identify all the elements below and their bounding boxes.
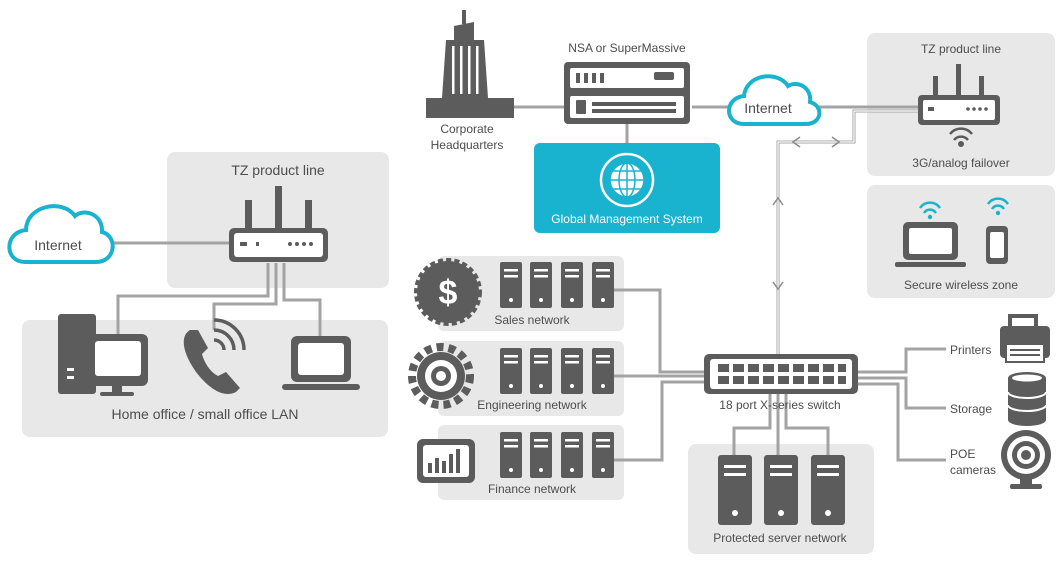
failover-label: 3G/analog failover	[912, 156, 1009, 170]
hq-label-line1: Corporate	[440, 122, 494, 136]
camera-icon	[1001, 430, 1051, 489]
wireless-panel	[867, 185, 1055, 298]
sales-network-label: Sales network	[494, 313, 570, 327]
finance-network-label: Finance network	[488, 482, 577, 496]
left-router-label: TZ product line	[231, 162, 325, 178]
hq-internet-label: Internet	[744, 100, 792, 116]
building-icon	[426, 10, 514, 118]
phone-icon	[183, 318, 246, 394]
hq-internet-cloud: Internet	[727, 74, 822, 126]
hq-label-line2: Headquarters	[431, 138, 504, 152]
laptop-icon	[282, 336, 360, 390]
cellular-signal-icon	[949, 127, 973, 147]
poe-label-line2: cameras	[950, 463, 996, 477]
printer-icon	[1000, 314, 1050, 363]
security-appliance-icon	[564, 62, 690, 124]
wireless-laptop-icon	[895, 201, 966, 267]
left-internet-cloud: Internet	[7, 204, 115, 264]
lan-label: Home office / small office LAN	[111, 406, 298, 422]
right-router-icon	[918, 64, 1000, 125]
protected-servers	[718, 455, 845, 525]
gms-label: Global Management System	[551, 212, 702, 226]
poe-label-line1: POE	[950, 447, 975, 461]
bar-chart-icon	[417, 439, 475, 483]
server-network-label: Protected server network	[713, 531, 847, 545]
x-series-switch-icon	[704, 354, 858, 394]
desktop-computer-icon	[58, 314, 148, 396]
switch-label: 18 port X-series switch	[719, 398, 840, 412]
gms-box: Global Management System	[534, 143, 720, 233]
uplink-arrows	[772, 136, 841, 291]
appliance-label: NSA or SuperMassive	[568, 41, 686, 55]
globe-icon	[609, 162, 645, 198]
connection-lines	[108, 105, 946, 462]
wireless-phone-icon	[986, 197, 1010, 264]
svg-text:$: $	[439, 274, 458, 312]
right-router-label: TZ product line	[921, 42, 1001, 56]
storage-icon	[1007, 372, 1047, 426]
engineering-network-label: Engineering network	[477, 398, 587, 412]
left-router-icon	[229, 186, 328, 262]
dollar-icon: $	[414, 258, 482, 326]
gear-icon	[408, 343, 474, 409]
wireless-zone-label: Secure wireless zone	[904, 278, 1018, 292]
printers-label: Printers	[950, 343, 991, 357]
left-internet-label: Internet	[34, 237, 82, 253]
storage-label: Storage	[950, 402, 992, 416]
